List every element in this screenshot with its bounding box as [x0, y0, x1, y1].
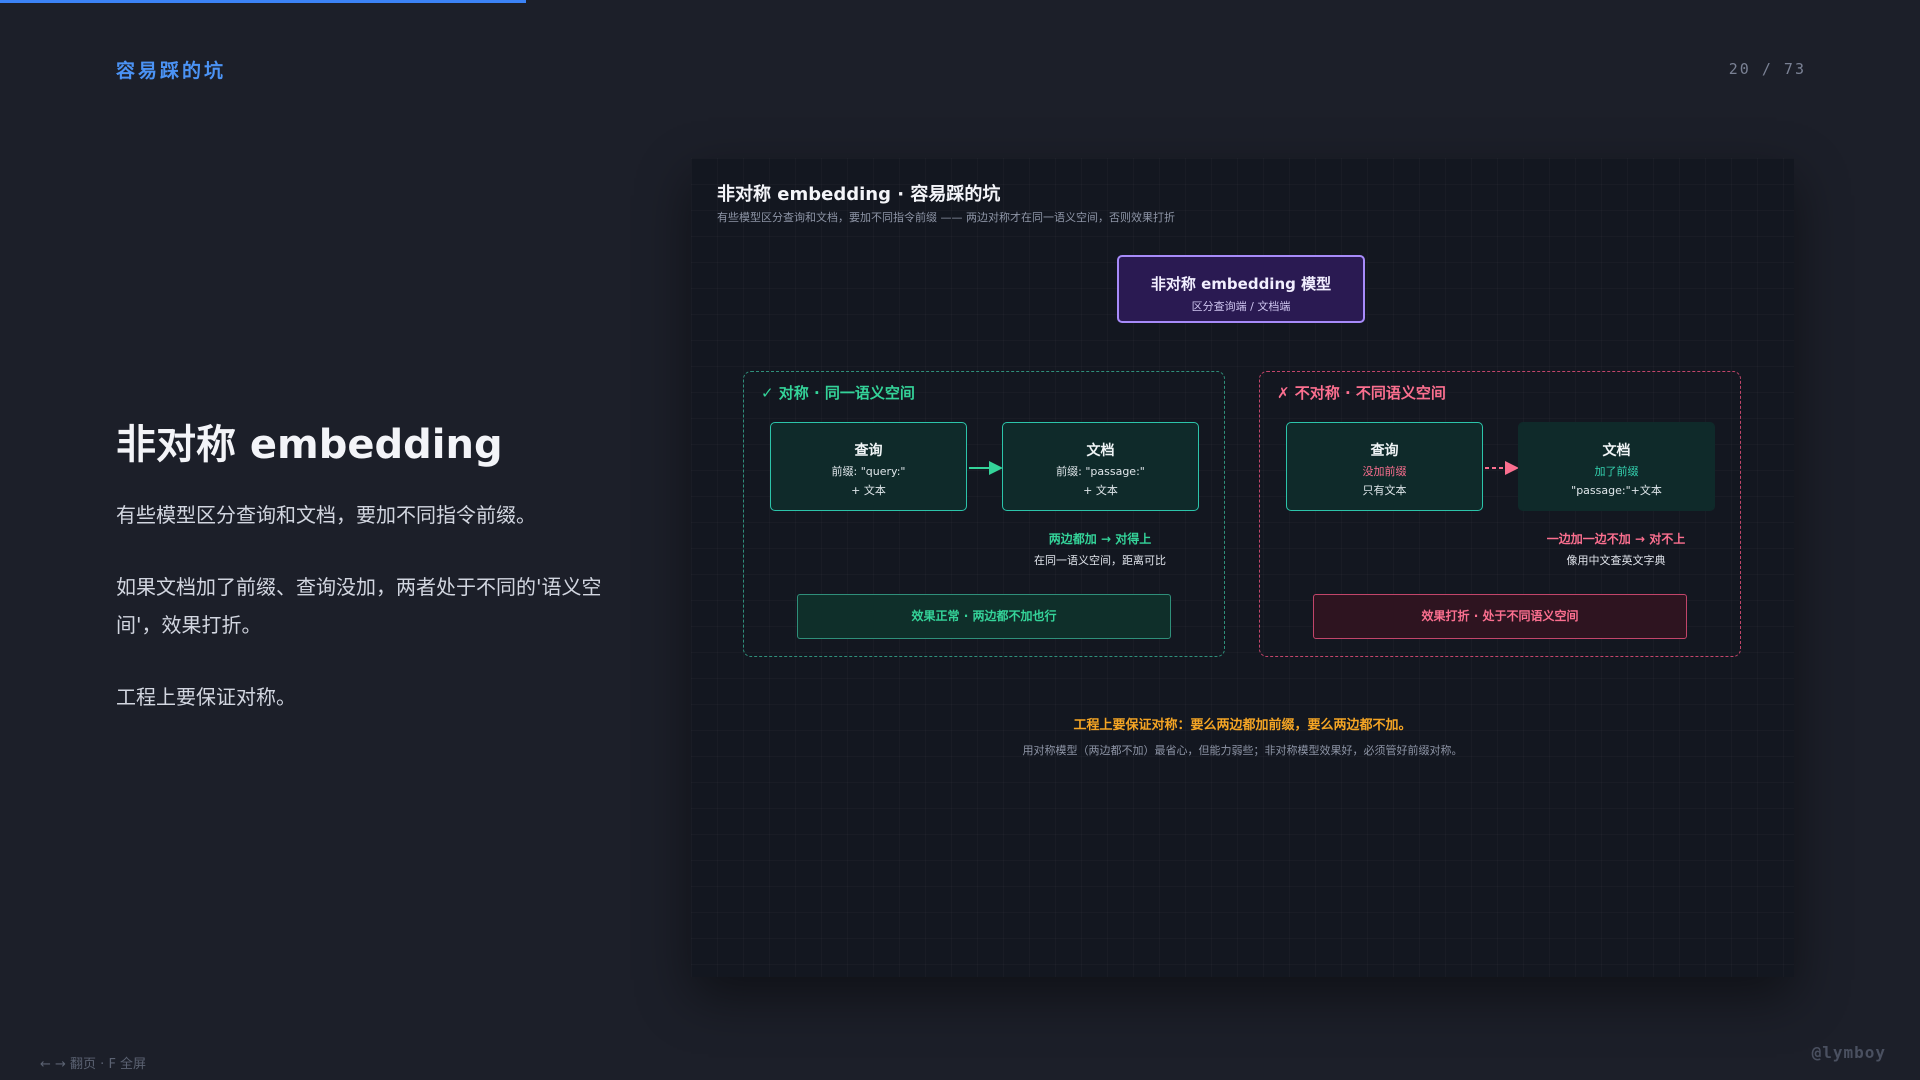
asymmetric-note-subtext: 像用中文查英文字典: [1566, 554, 1666, 567]
symmetric-result-box: 效果正常 · 两边都不加也行: [797, 594, 1171, 639]
asymmetric-query-node: 查询 没加前缀 只有文本: [1286, 422, 1483, 511]
asymmetric-doc-node: 文档 加了前缀 "passage:"+文本: [1518, 422, 1715, 511]
dashed-arrow-icon: [1485, 461, 1519, 475]
asymmetric-panel: ✗ 不对称 · 不同语义空间 查询 没加前缀 只有文本 文档 加了前缀 "pas…: [1259, 371, 1741, 657]
asymmetric-note-heading: 一边加一边不加 → 对不上: [1546, 532, 1686, 546]
solid-arrow-icon: [969, 461, 1003, 475]
model-box: 非对称 embedding 模型 区分查询端 / 文档端: [1117, 255, 1365, 323]
section-title: 容易踩的坑: [116, 60, 227, 82]
conclusion-subtext: 用对称模型（两边都不加）最省心，但能力弱些；非对称模型效果好，必须管好前缀对称。: [1022, 744, 1463, 757]
slide-heading: 非对称 embedding: [116, 422, 503, 468]
conclusion-text: 工程上要保证对称：要么两边都加前缀，要么两边都不加。: [1073, 718, 1412, 733]
node-title: 查询: [854, 443, 883, 459]
progress-bar: [0, 0, 527, 3]
asymmetric-panel-heading: ✗ 不对称 · 不同语义空间: [1277, 384, 1446, 402]
node-line: 前缀: "passage:": [1056, 465, 1145, 478]
symmetric-panel: ✓ 对称 · 同一语义空间 查询 前缀: "query:" + 文本 文档 前缀…: [743, 371, 1225, 657]
symmetric-query-node: 查询 前缀: "query:" + 文本: [770, 422, 967, 511]
symmetric-note-heading: 两边都加 → 对得上: [1048, 532, 1152, 546]
asymmetric-result-box: 效果打折 · 处于不同语义空间: [1313, 594, 1687, 639]
keyboard-hint: ← → 翻页 · F 全屏: [40, 1057, 147, 1072]
author-watermark: @lymboy: [1811, 1043, 1886, 1062]
node-line: 没加前缀: [1362, 465, 1407, 478]
node-line: 只有文本: [1362, 484, 1407, 497]
diagram-subtitle: 有些模型区分查询和文档，要加不同指令前缀 —— 两边对称才在同一语义空间，否则效…: [717, 211, 1175, 224]
model-subtitle: 区分查询端 / 文档端: [1191, 300, 1291, 313]
node-title: 文档: [1602, 443, 1631, 459]
symmetric-doc-node: 文档 前缀: "passage:" + 文本: [1002, 422, 1199, 511]
page-counter: 20 / 73: [1728, 60, 1806, 78]
node-line: + 文本: [851, 484, 886, 497]
symmetric-note-subtext: 在同一语义空间，距离可比: [1034, 554, 1166, 567]
model-title: 非对称 embedding 模型: [1150, 275, 1332, 293]
node-title: 查询: [1370, 443, 1399, 459]
node-title: 文档: [1086, 443, 1115, 459]
diagram-title: 非对称 embedding · 容易踩的坑: [717, 184, 1001, 205]
paragraph-3: 工程上要保证对称。: [116, 685, 296, 709]
paragraph-2: 如果文档加了前缀、查询没加，两者处于不同的'语义空间'，效果打折。: [116, 575, 602, 637]
node-line: "passage:"+文本: [1571, 484, 1662, 497]
symmetric-panel-heading: ✓ 对称 · 同一语义空间: [761, 384, 915, 402]
node-line: 加了前缀: [1594, 465, 1639, 478]
diagram-card: 非对称 embedding · 容易踩的坑 有些模型区分查询和文档，要加不同指令…: [691, 158, 1794, 977]
slide-text: 非对称 embedding 有些模型区分查询和文档，要加不同指令前缀。 如果文档…: [116, 412, 636, 750]
node-line: + 文本: [1083, 484, 1118, 497]
node-line: 前缀: "query:": [831, 465, 906, 478]
paragraph-1: 有些模型区分查询和文档，要加不同指令前缀。: [116, 503, 536, 527]
